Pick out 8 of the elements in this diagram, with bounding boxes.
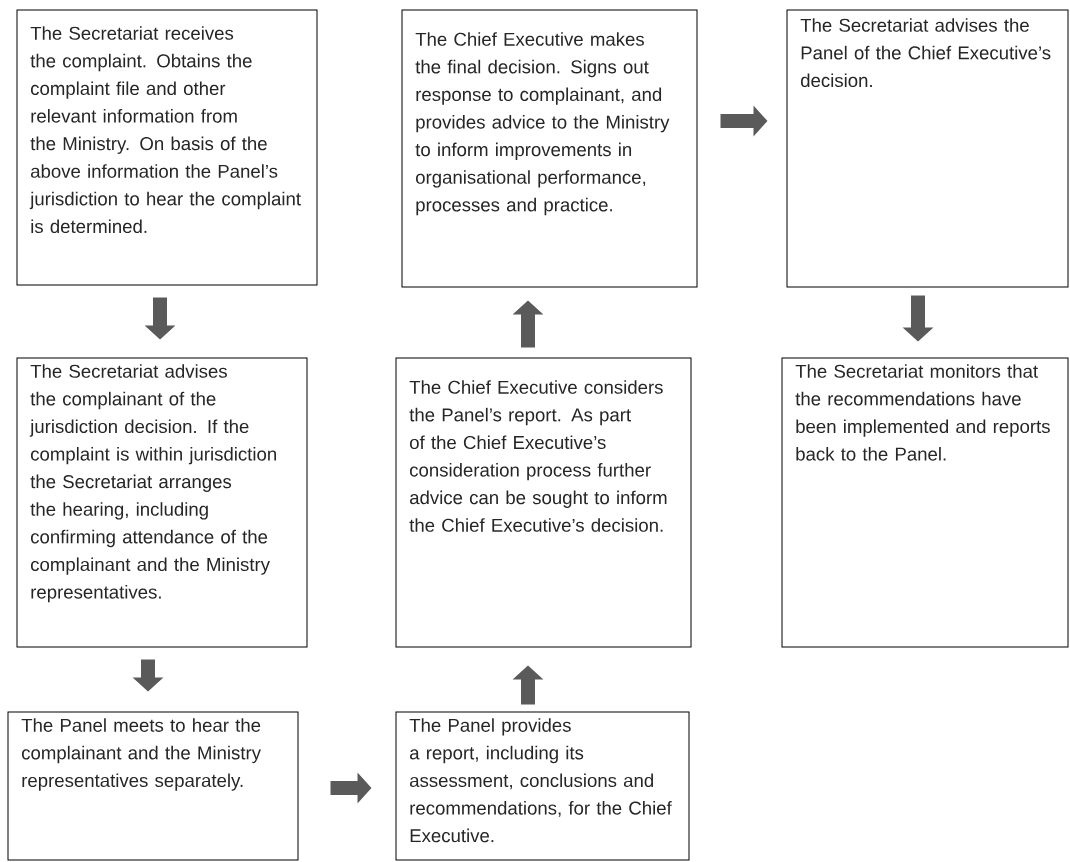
process-box: The Secretariat advises the Panel of the Chief Executive’s decision. bbox=[786, 9, 1069, 288]
process-box: The Secretariat monitors that the recommendations have been implemented and reports back to the Panel. bbox=[781, 357, 1069, 648]
process-box: The Secretariat receives the complaint. Obtains the complaint file and other relevant information from the Ministry. On basis of the above information the Panel’s jurisdiction to hear the complaint is determined. bbox=[16, 9, 318, 286]
process-box: The Chief Executive makes the final decision. Signs out response to complainant, and provides advice to the Ministry to inform improvements in organisational performance, processes and practice. bbox=[401, 9, 698, 288]
process-box: The Secretariat advises the complainant of the jurisdiction decision. If the complaint is within jurisdiction the Secretariat arranges the hearing, including confirming attendance of the complainant and the Ministry representatives. bbox=[16, 357, 308, 648]
process-box: The Chief Executive considers the Panel’s report. As part of the Chief Executive’s consideration process further advice can be sought to inform the Chief Executive’s decision. bbox=[395, 357, 692, 648]
process-box: The Panel provides a report, including its assessment, conclusions and recommendations, for the Chief Executive. bbox=[395, 711, 690, 861]
process-box: The Panel meets to hear the complainant and the Ministry representatives separately. bbox=[7, 711, 299, 861]
